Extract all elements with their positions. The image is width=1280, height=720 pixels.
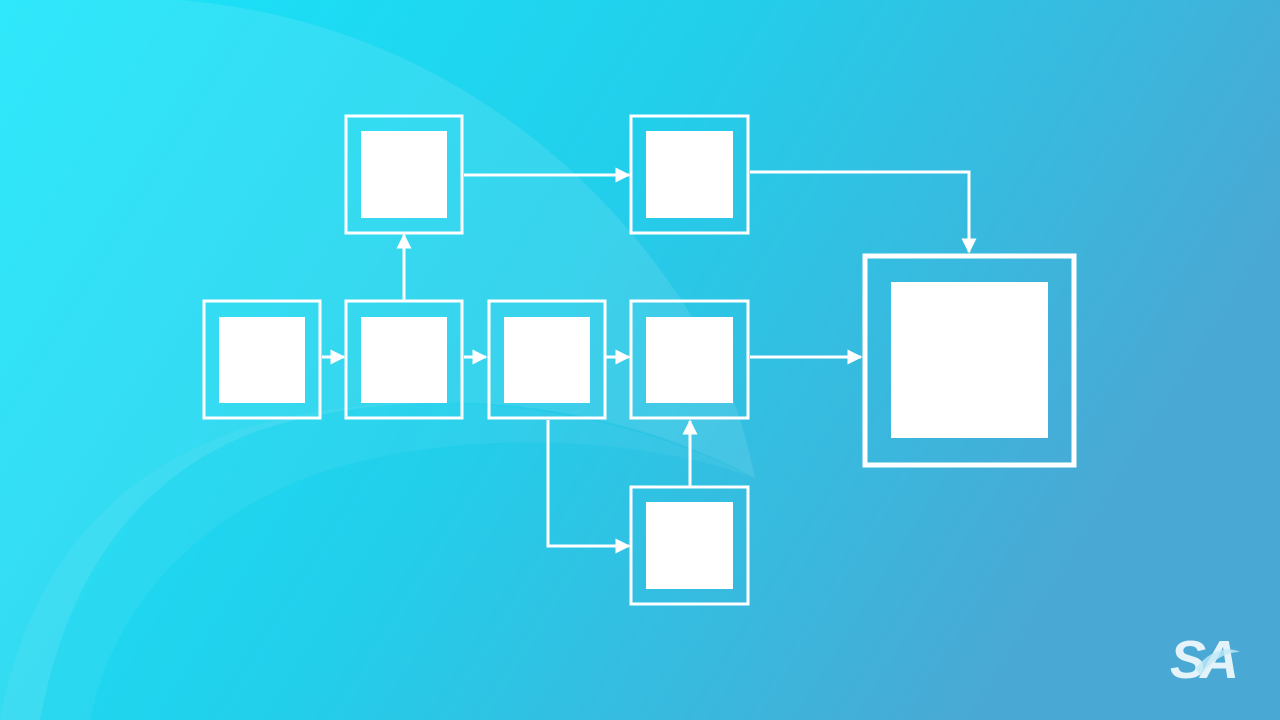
node-d-frame [629, 299, 750, 420]
connectors [322, 167, 977, 554]
node-d-fill [646, 317, 733, 403]
node-g [629, 485, 750, 606]
connector-f-h [750, 170, 977, 254]
node-c-fill [504, 317, 590, 403]
connector-c-g [546, 420, 631, 554]
background-swoosh-inner [0, 402, 755, 720]
node-b-frame [344, 299, 464, 420]
node-e-fill [361, 131, 447, 218]
node-g-frame [629, 485, 750, 606]
watermark-swoosh [1196, 649, 1240, 676]
node-c [487, 299, 607, 420]
node-a-frame [202, 299, 322, 420]
node-e [344, 114, 464, 235]
node-f-fill [646, 131, 733, 218]
node-b [344, 299, 464, 420]
node-a-fill [219, 317, 305, 403]
node-c-frame [487, 299, 607, 420]
node-f-frame [629, 114, 750, 235]
node-d [629, 299, 750, 420]
watermark-logo: SA [1170, 630, 1242, 690]
node-a [202, 299, 322, 420]
node-h-fill [891, 282, 1048, 438]
node-f [629, 114, 750, 235]
node-g-fill [646, 502, 733, 589]
node-b-fill [361, 317, 447, 403]
node-h [862, 253, 1077, 468]
node-h-frame [862, 253, 1077, 468]
nodes [202, 114, 1077, 606]
watermark-text: SA [1170, 630, 1236, 690]
node-e-frame [344, 114, 464, 235]
